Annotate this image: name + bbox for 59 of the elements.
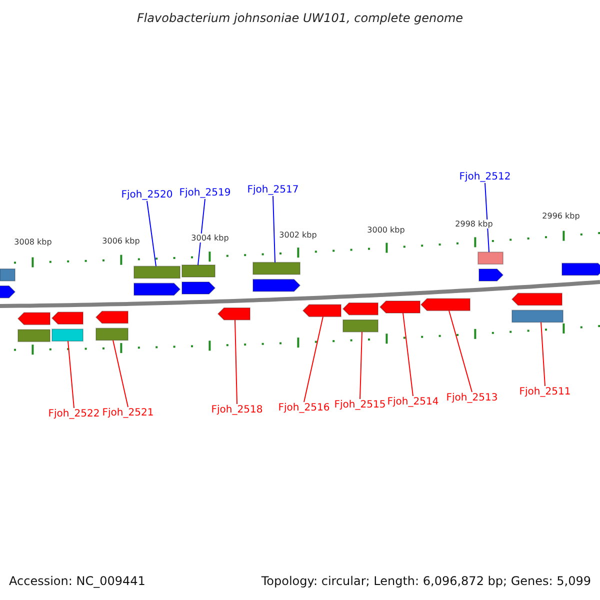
leader-line xyxy=(448,310,472,392)
scale-label: 3004 kbp xyxy=(190,234,230,242)
leader-line xyxy=(540,322,546,386)
gene-label: Fjoh_2516 xyxy=(278,402,330,414)
gene-feature xyxy=(420,298,470,312)
gene-feature xyxy=(134,282,181,296)
annotation-bar xyxy=(182,264,216,278)
leader-line xyxy=(272,196,276,263)
gene-feature xyxy=(182,282,216,294)
gene-feature xyxy=(51,312,84,325)
gene-label: Fjoh_2517 xyxy=(247,184,299,196)
gene-label: Fjoh_2514 xyxy=(387,396,439,408)
annotation-bar xyxy=(18,329,50,342)
scale-label: 3002 kbp xyxy=(278,230,318,240)
genome-info-text: Topology: circular; Length: 6,096,872 bp; Genes: 5,099 xyxy=(261,574,591,588)
leader-line xyxy=(484,182,490,253)
gene-label: Fjoh_2519 xyxy=(179,188,231,198)
gene-feature xyxy=(342,302,378,316)
scale-label: 2998 kbp xyxy=(454,220,494,228)
leader-line xyxy=(360,331,362,400)
annotation-bar xyxy=(134,266,180,279)
gene-feature xyxy=(511,292,562,306)
gene-label: Fjoh_2512 xyxy=(459,172,511,182)
title: Flavobacterium johnsoniae UW101, complete genome xyxy=(136,11,464,25)
leader-line xyxy=(402,312,414,396)
scale-label: 3000 kbp xyxy=(366,226,406,234)
scale-label: 3008 kbp xyxy=(13,238,53,246)
scale-label: 2996 kbp xyxy=(541,212,581,220)
gene-label: Fjoh_2518 xyxy=(211,404,263,416)
annotation-bar xyxy=(342,319,378,332)
annotation-bar xyxy=(0,268,16,282)
accession-text: Accession: NC_009441 xyxy=(9,574,146,588)
gene-feature xyxy=(562,262,600,276)
leader-line xyxy=(234,319,238,404)
gene-label: Fjoh_2520 xyxy=(121,190,173,200)
leader-line xyxy=(198,198,206,266)
gene-feature xyxy=(379,300,420,314)
gene-label: Fjoh_2515 xyxy=(334,400,386,410)
leader-line xyxy=(304,316,324,402)
leader-line xyxy=(146,200,156,267)
gene-feature xyxy=(17,312,50,326)
gene-feature xyxy=(217,307,250,320)
gene-feature xyxy=(302,304,342,318)
gene-feature xyxy=(0,285,16,298)
gene-feature xyxy=(95,310,128,324)
gene-label: Fjoh_2513 xyxy=(446,392,498,404)
annotation-bar xyxy=(252,262,300,275)
annotation-bar xyxy=(96,328,128,341)
annotation-bar xyxy=(478,252,504,265)
gene-label: Fjoh_2511 xyxy=(519,386,571,398)
gene-feature xyxy=(478,268,504,282)
gene-label: Fjoh_2522 xyxy=(48,408,100,420)
annotation-bar xyxy=(512,310,564,323)
gene-label: Fjoh_2521 xyxy=(102,408,154,418)
gene-feature xyxy=(252,278,301,292)
scale-label: 3006 kbp xyxy=(101,236,141,246)
leader-line xyxy=(68,340,74,408)
leader-line xyxy=(112,340,128,408)
annotation-bar xyxy=(52,328,84,342)
